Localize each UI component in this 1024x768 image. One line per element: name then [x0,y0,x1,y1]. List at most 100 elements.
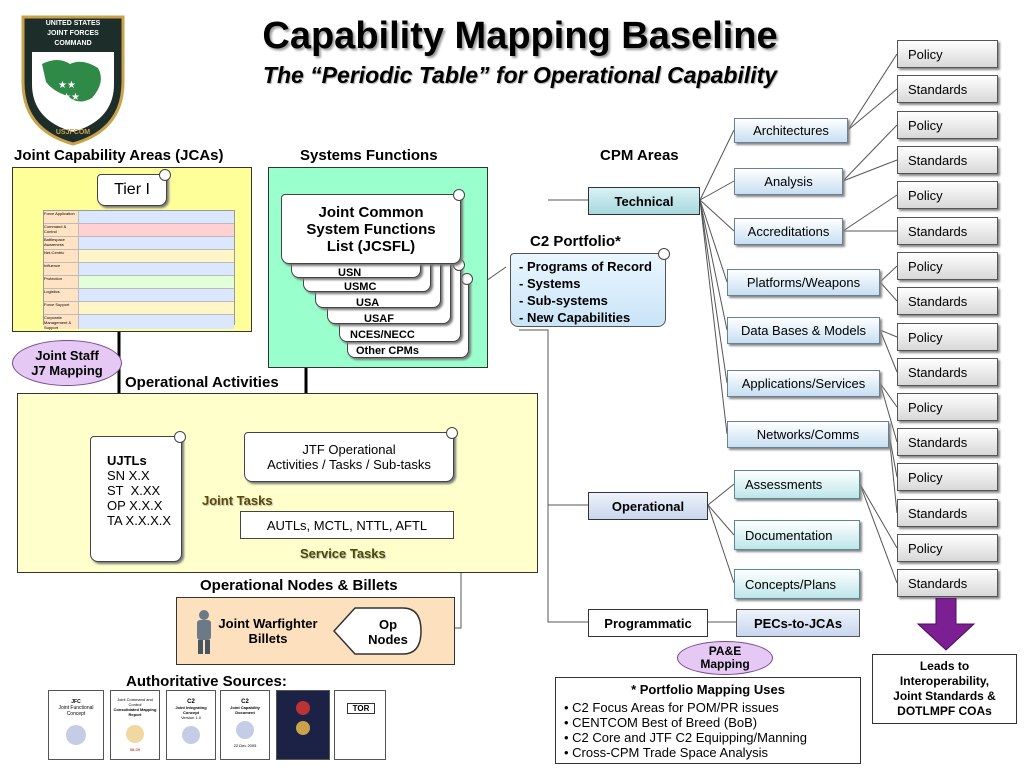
jwb-scroll: Joint Warfighter Billets [187,608,325,654]
tech-item-networks: Networks/Comms [727,421,889,448]
tech-item-architectures: Architectures [734,118,848,143]
tier-scroll: Tier I [97,169,171,206]
seal-text-3: COMMAND [54,40,92,47]
jca-row: Battlespace Awareness [44,237,234,250]
service-usa: USA [356,297,380,309]
auth-header: Authoritative Sources: [126,673,287,690]
page-subtitle: The “Periodic Table” for Operational Cap… [262,62,778,88]
tier-label: Tier I [114,181,150,198]
standards-box: Standards [897,569,998,597]
leads-line1: Leads to [919,659,970,673]
operational-label: Operational [611,498,685,514]
sysfunc-panel: Other CPMs NCES/NECC USAF USA USMC USN J… [268,167,488,368]
doc-thumb[interactable]: C2 Joint Integrating Concept Version 1.0 [166,690,216,760]
policy-box: Policy [897,463,998,491]
standards-box: Standards [897,146,998,174]
leads-line4: DOTLMPF COAs [897,704,992,718]
jcsfl-scroll: Joint Common System Functions List (JCSF… [281,189,465,264]
standards-box: Standards [897,75,998,103]
joint-tasks-label: Joint Tasks [202,493,273,508]
op-nodes-text: Op Nodes [355,612,421,652]
pecs-box: PECs-to-JCAs [736,609,860,637]
j7-mapping-ellipse: Joint Staff J7 Mapping [12,340,122,386]
op-item-documentation: Documentation [734,520,860,550]
ujtl-item: TA X.X.X.X [107,513,172,528]
portfolio-use-item: • Cross-CPM Trade Space Analysis [564,745,768,760]
standards-box: Standards [897,428,998,456]
service-tasks-label: Service Tasks [300,546,386,561]
policy-box: Policy [897,181,998,209]
doc-thumb[interactable]: C2 Joint Capability Document 22 Dec 2005 [220,690,270,760]
service-usn: USN [338,267,362,279]
operational-box: Operational [588,492,708,520]
service-usaf: USAF [364,313,394,325]
jtf-line1: JTF Operational [302,442,396,457]
cpm-header: CPM Areas [600,147,679,164]
oa-header: Operational Activities [125,374,279,391]
pae-line2: Mapping [700,657,750,671]
down-arrow-icon [916,598,976,651]
portfolio-use-item: • C2 Focus Areas for POM/PR issues [564,700,779,715]
portfolio-uses-title: * Portfolio Mapping Uses [631,682,785,697]
oa-panel: UJTLs SN X.X ST X.XX OP X.X.X TA X.X.X.X… [17,393,538,573]
svg-text:★★: ★★ [62,92,80,103]
tech-item-analysis: Analysis [734,168,843,195]
op-line2: Nodes [368,632,408,647]
portfolio-use-item: • C2 Core and JTF C2 Equipping/Manning [564,730,808,745]
technical-box: Technical [588,187,700,215]
jtf-scroll: JTF Operational Activities / Tasks / Sub… [244,427,458,482]
scroll-curl-icon [159,169,171,181]
portfolio-uses-box: * Portfolio Mapping Uses • C2 Focus Area… [555,677,861,764]
doc-thumb[interactable]: Joint Command and Control Consolidated M… [110,690,160,760]
op-item-assessments: Assessments [734,470,860,499]
tech-item-databases: Data Bases & Models [727,317,880,344]
jwb-line2: Billets [248,631,288,646]
standards-box: Standards [897,499,998,527]
jca-panel: Force Application Command & Control Batt… [12,167,252,332]
jca-header: Joint Capability Areas (JCAs) [14,147,224,164]
onb-header: Operational Nodes & Billets [200,577,398,594]
pae-line1: PA&E [708,644,742,658]
jcsfl-line2: System Functions [306,220,436,238]
policy-box: Policy [897,534,998,562]
portfolio-use-item: • CENTCOM Best of Breed (BoB) [564,715,758,730]
pecs-label: PECs-to-JCAs [753,615,843,631]
programmatic-box: Programmatic [588,609,708,637]
jcsfl-line3: List (JCSFL) [326,237,416,255]
seal-icon [296,721,310,735]
ujtl-title: UJTLs [107,453,147,468]
pae-ellipse: PA&E Mapping [677,641,773,675]
c2-item: - New Capabilities [519,310,631,325]
doc-thumb[interactable]: TOR [334,690,386,760]
policy-box: Policy [897,252,998,280]
jca-row: Force Application [44,211,234,224]
c2-item: - Sub-systems [519,293,608,308]
c2-item: - Programs of Record [519,259,652,274]
ujtl-scroll: UJTLs SN X.X ST X.XX OP X.X.X TA X.X.X.X [90,431,186,562]
soldier-icon [191,608,217,656]
policy-box: Policy [897,323,998,351]
seal-text-bottom: USJFCOM [55,129,91,136]
leads-to-box: Leads to Interoperability, Joint Standar… [872,654,1017,724]
c2-portfolio-scroll: - Programs of Record - Systems - Sub-sys… [510,248,670,327]
standards-box: Standards [897,358,998,386]
technical-label: Technical [614,193,674,209]
doc-thumb[interactable] [276,690,330,760]
programmatic-label: Programmatic [604,615,692,631]
onb-panel: Joint Warfighter Billets Op Nodes [176,597,455,665]
j7-line2: J7 Mapping [31,363,103,378]
ujtl-item: SN X.X [107,468,150,483]
ujtl-item: OP X.X.X [107,498,163,513]
seal-icon [182,726,200,744]
jca-row: Command & Control [44,224,234,237]
j7-line1: Joint Staff [35,348,99,363]
c2-portfolio-header: C2 Portfolio* [530,233,621,250]
c2-item: - Systems [519,276,581,291]
policy-box: Policy [897,40,998,68]
tech-item-applications: Applications/Services [727,370,880,397]
doc-thumb[interactable]: JFC Joint Functional Concept [48,690,104,760]
op-item-concepts: Concepts/Plans [734,569,860,599]
jtf-line2: Activities / Tasks / Sub-tasks [267,457,431,472]
seal-text-2: JOINT FORCES [47,30,99,37]
